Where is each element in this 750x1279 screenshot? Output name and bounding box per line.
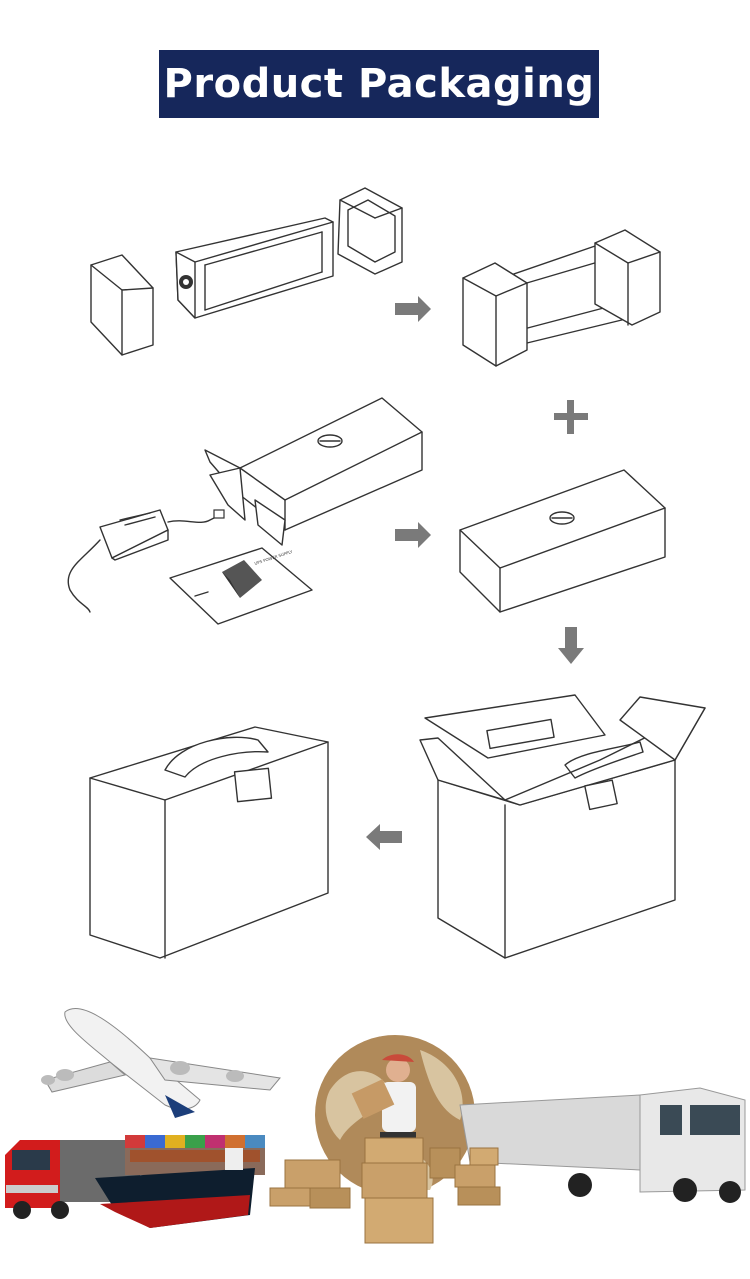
arrow-right-icon bbox=[395, 522, 431, 548]
battery-unit bbox=[176, 218, 333, 318]
arrow-right-icon bbox=[395, 296, 431, 322]
semi-truck-icon bbox=[460, 1088, 745, 1203]
plus-icon bbox=[554, 400, 588, 434]
foam-ring-right bbox=[338, 188, 402, 274]
closed-carton bbox=[90, 727, 328, 958]
open-shipping-carton bbox=[420, 695, 705, 958]
battery-with-caps bbox=[463, 230, 660, 366]
cardboard-boxes bbox=[270, 1138, 500, 1243]
user-manual: UPS POWER SUPPLY bbox=[170, 548, 312, 624]
arrow-down-icon bbox=[558, 627, 584, 664]
inner-box-open bbox=[205, 398, 422, 545]
inner-box-closed bbox=[460, 470, 665, 612]
airplane-icon bbox=[41, 1009, 280, 1118]
arrow-left-icon bbox=[366, 824, 402, 850]
shipping-collage bbox=[5, 1009, 745, 1243]
foam-block-left bbox=[91, 255, 153, 355]
